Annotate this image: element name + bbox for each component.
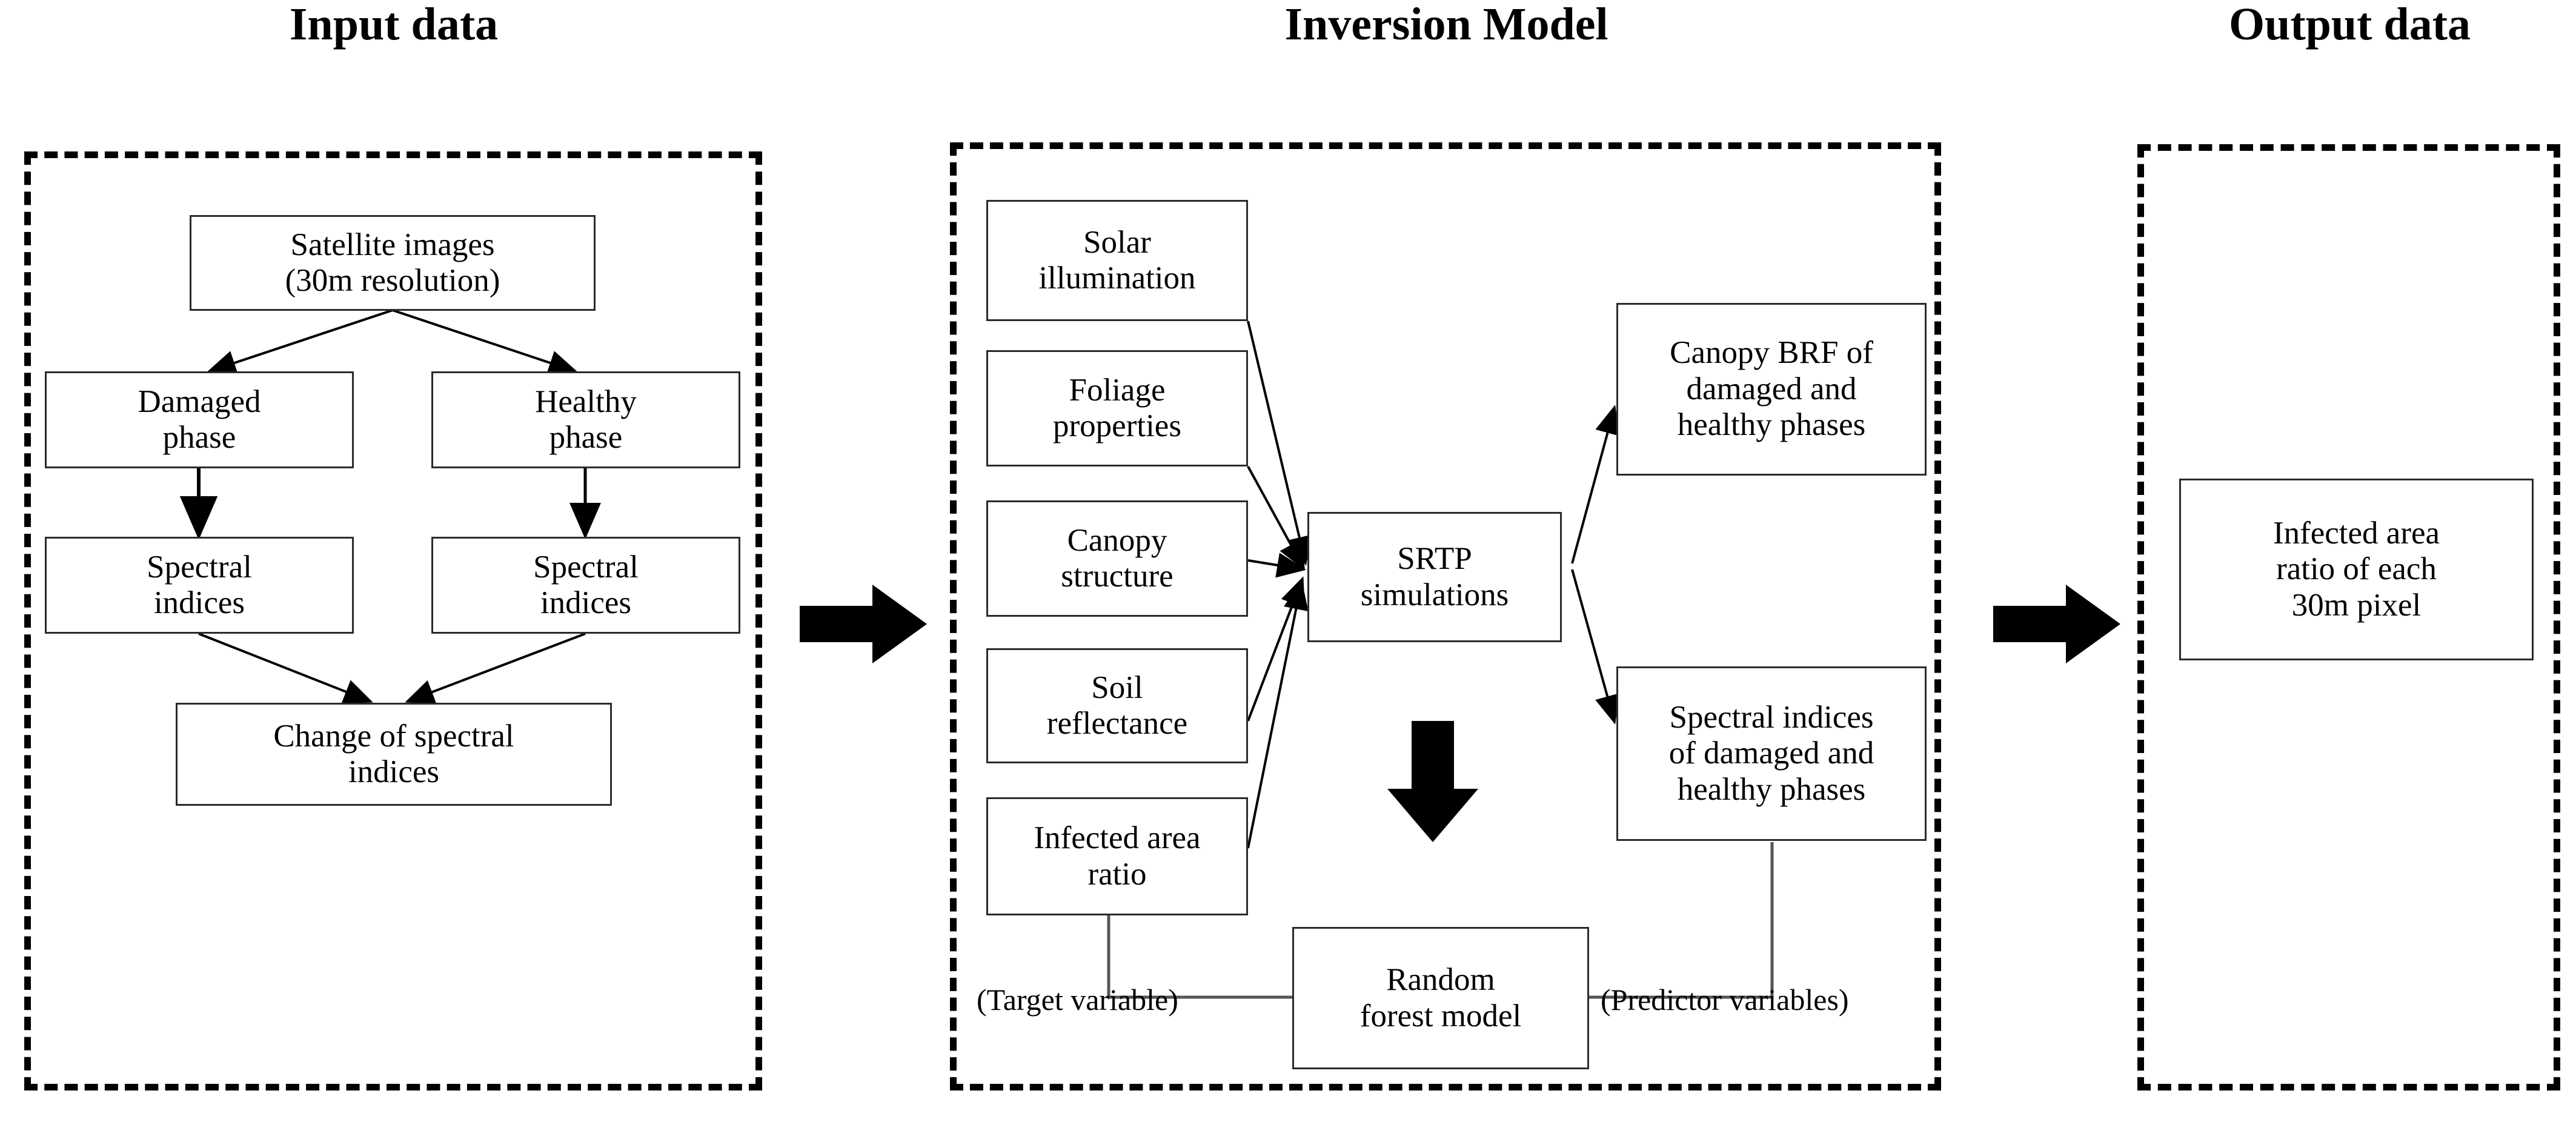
down-block-arrow-icon [1387, 721, 1478, 842]
edge-satellite-to-healthy [392, 309, 578, 375]
spectral-right-line-2: indices [540, 585, 632, 620]
output-line-1: Infected area [2272, 515, 2440, 551]
flow-arrow-srtp-to-random-forest [1387, 721, 1478, 842]
node-srtp-simulations: SRTP simulations [1307, 512, 1562, 642]
spectral-output-line-3: healthy phases [1677, 771, 1866, 807]
canopy-brf-line-1: Canopy BRF of [1670, 335, 1873, 371]
node-damaged-phase: Damaged phase [45, 371, 354, 468]
edge-satellite-to-damaged [207, 309, 393, 375]
node-infected-area-ratio: Infected area ratio [986, 797, 1248, 915]
output-line-3: 30m pixel [2291, 587, 2422, 623]
panel-title-inversion: Inversion Model [1284, 0, 1608, 50]
output-line-2: ratio of each [2276, 551, 2437, 587]
edge-infected-to-random-forest [1107, 878, 1293, 999]
right-block-arrow-icon [800, 585, 927, 663]
flow-arrow-input-to-inversion [800, 585, 927, 663]
soil-line-2: reflectance [1046, 706, 1188, 741]
foliage-line-2: properties [1053, 408, 1181, 443]
node-canopy-structure: Canopy structure [986, 500, 1248, 617]
random-forest-line-2: forest model [1359, 998, 1522, 1034]
edge-spectral-to-random-forest [1588, 842, 1774, 999]
random-forest-line-1: Random [1386, 962, 1495, 998]
node-spectral-indices-damaged: Spectral indices [45, 537, 354, 634]
foliage-line-1: Foliage [1069, 372, 1166, 408]
edge-spectral-right-to-change [405, 632, 586, 704]
damaged-phase-line-1: Damaged [138, 383, 261, 419]
inversion-panel-boundary [950, 142, 1941, 1090]
edge-soil-to-srtp [1247, 576, 1305, 722]
spectral-left-line-1: Spectral [147, 549, 252, 585]
label-predictor-variables: (Predictor variables) [1601, 983, 1849, 1017]
spectral-right-line-1: Spectral [533, 549, 639, 585]
node-canopy-brf-output: Canopy BRF of damaged and healthy phases [1616, 303, 1927, 476]
satellite-line-2: (30m resolution) [285, 263, 500, 298]
node-change-of-spectral-indices: Change of spectral indices [176, 703, 612, 806]
solar-line-2: illumination [1038, 261, 1196, 296]
node-soil-reflectance: Soil reflectance [986, 648, 1248, 763]
edge-canopy-to-srtp [1247, 553, 1306, 578]
node-random-forest-model: Random forest model [1292, 927, 1589, 1069]
spectral-output-line-2: of damaged and [1668, 735, 1874, 771]
output-panel-boundary [2137, 144, 2560, 1090]
damaged-phase-line-2: phase [162, 420, 236, 455]
edge-foliage-to-srtp [1247, 466, 1305, 571]
panel-title-output: Output data [2228, 0, 2471, 50]
infected-ratio-line-1: Infected area [1034, 820, 1201, 856]
change-line-2: indices [348, 754, 440, 789]
edge-infected-to-srtp [1247, 580, 1309, 849]
input-panel-boundary [24, 151, 762, 1090]
node-spectral-indices-healthy: Spectral indices [431, 537, 740, 634]
node-spectral-indices-output: Spectral indices of damaged and healthy … [1616, 666, 1927, 841]
healthy-phase-line-1: Healthy [535, 383, 637, 419]
node-satellite-images: Satellite images (30m resolution) [190, 215, 596, 311]
canopy-structure-line-2: structure [1061, 559, 1173, 594]
edge-srtp-to-canopy-brf [1571, 405, 1620, 564]
satellite-line-1: Satellite images [290, 227, 495, 262]
srtp-line-2: simulations [1360, 577, 1509, 612]
node-infected-area-ratio-per-pixel: Infected area ratio of each 30m pixel [2179, 479, 2534, 660]
change-line-1: Change of spectral [273, 718, 514, 754]
edge-solar-to-srtp [1247, 320, 1312, 566]
canopy-brf-line-3: healthy phases [1677, 407, 1866, 443]
healthy-phase-line-2: phase [549, 420, 623, 455]
edge-srtp-to-spectral-indices [1571, 569, 1620, 725]
spectral-output-line-1: Spectral indices [1669, 699, 1874, 735]
node-healthy-phase: Healthy phase [431, 371, 740, 468]
canopy-structure-line-1: Canopy [1067, 522, 1167, 558]
node-foliage-properties: Foliage properties [986, 350, 1248, 466]
right-block-arrow-icon [1993, 585, 2120, 663]
edge-spectral-left-to-change [198, 632, 373, 704]
soil-line-1: Soil [1091, 669, 1143, 705]
canopy-brf-line-2: damaged and [1686, 371, 1857, 407]
node-solar-illumination: Solar illumination [986, 200, 1248, 321]
solar-line-1: Solar [1083, 224, 1151, 260]
spectral-left-line-2: indices [153, 585, 245, 620]
label-target-variable: (Target variable) [977, 983, 1178, 1017]
panel-title-input: Input data [289, 0, 499, 50]
srtp-line-1: SRTP [1397, 541, 1472, 577]
infected-ratio-line-2: ratio [1087, 856, 1147, 892]
flow-arrow-inversion-to-output [1993, 585, 2120, 663]
